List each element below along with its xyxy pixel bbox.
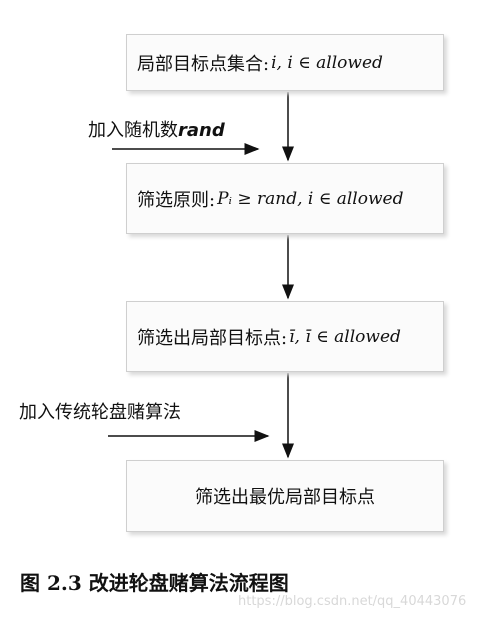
input-random-number: 加入随机数rand [88, 116, 225, 142]
node-label: 筛选原则: [137, 189, 216, 211]
node-label: 筛选出局部目标点: [137, 327, 288, 349]
node-local-target-set: 局部目标点集合: i, i ∈ allowed [126, 34, 444, 91]
input-label: 加入传统轮盘赌算法 [19, 402, 181, 423]
node-math: ī, ī ∈ allowed [289, 326, 401, 347]
node-optimal-local-target: 筛选出最优局部目标点 [126, 460, 444, 532]
node-math: Pᵢ ≥ rand, i ∈ allowed [217, 188, 404, 209]
node-label: 局部目标点集合: [137, 53, 270, 75]
node-math: i, i ∈ allowed [271, 52, 383, 73]
figure-caption: 图 2.3 改进轮盘赌算法流程图 [20, 571, 289, 595]
input-label: 加入随机数 [88, 120, 178, 141]
input-emph: rand [178, 120, 225, 141]
watermark: https://blog.csdn.net/qq_40443076 [238, 594, 467, 609]
input-roulette-algorithm: 加入传统轮盘赌算法 [19, 398, 181, 424]
node-selection-rule: 筛选原则: Pᵢ ≥ rand, i ∈ allowed [126, 163, 444, 234]
node-label: 筛选出最优局部目标点 [195, 487, 375, 508]
node-selected-local-target: 筛选出局部目标点: ī, ī ∈ allowed [126, 301, 444, 372]
